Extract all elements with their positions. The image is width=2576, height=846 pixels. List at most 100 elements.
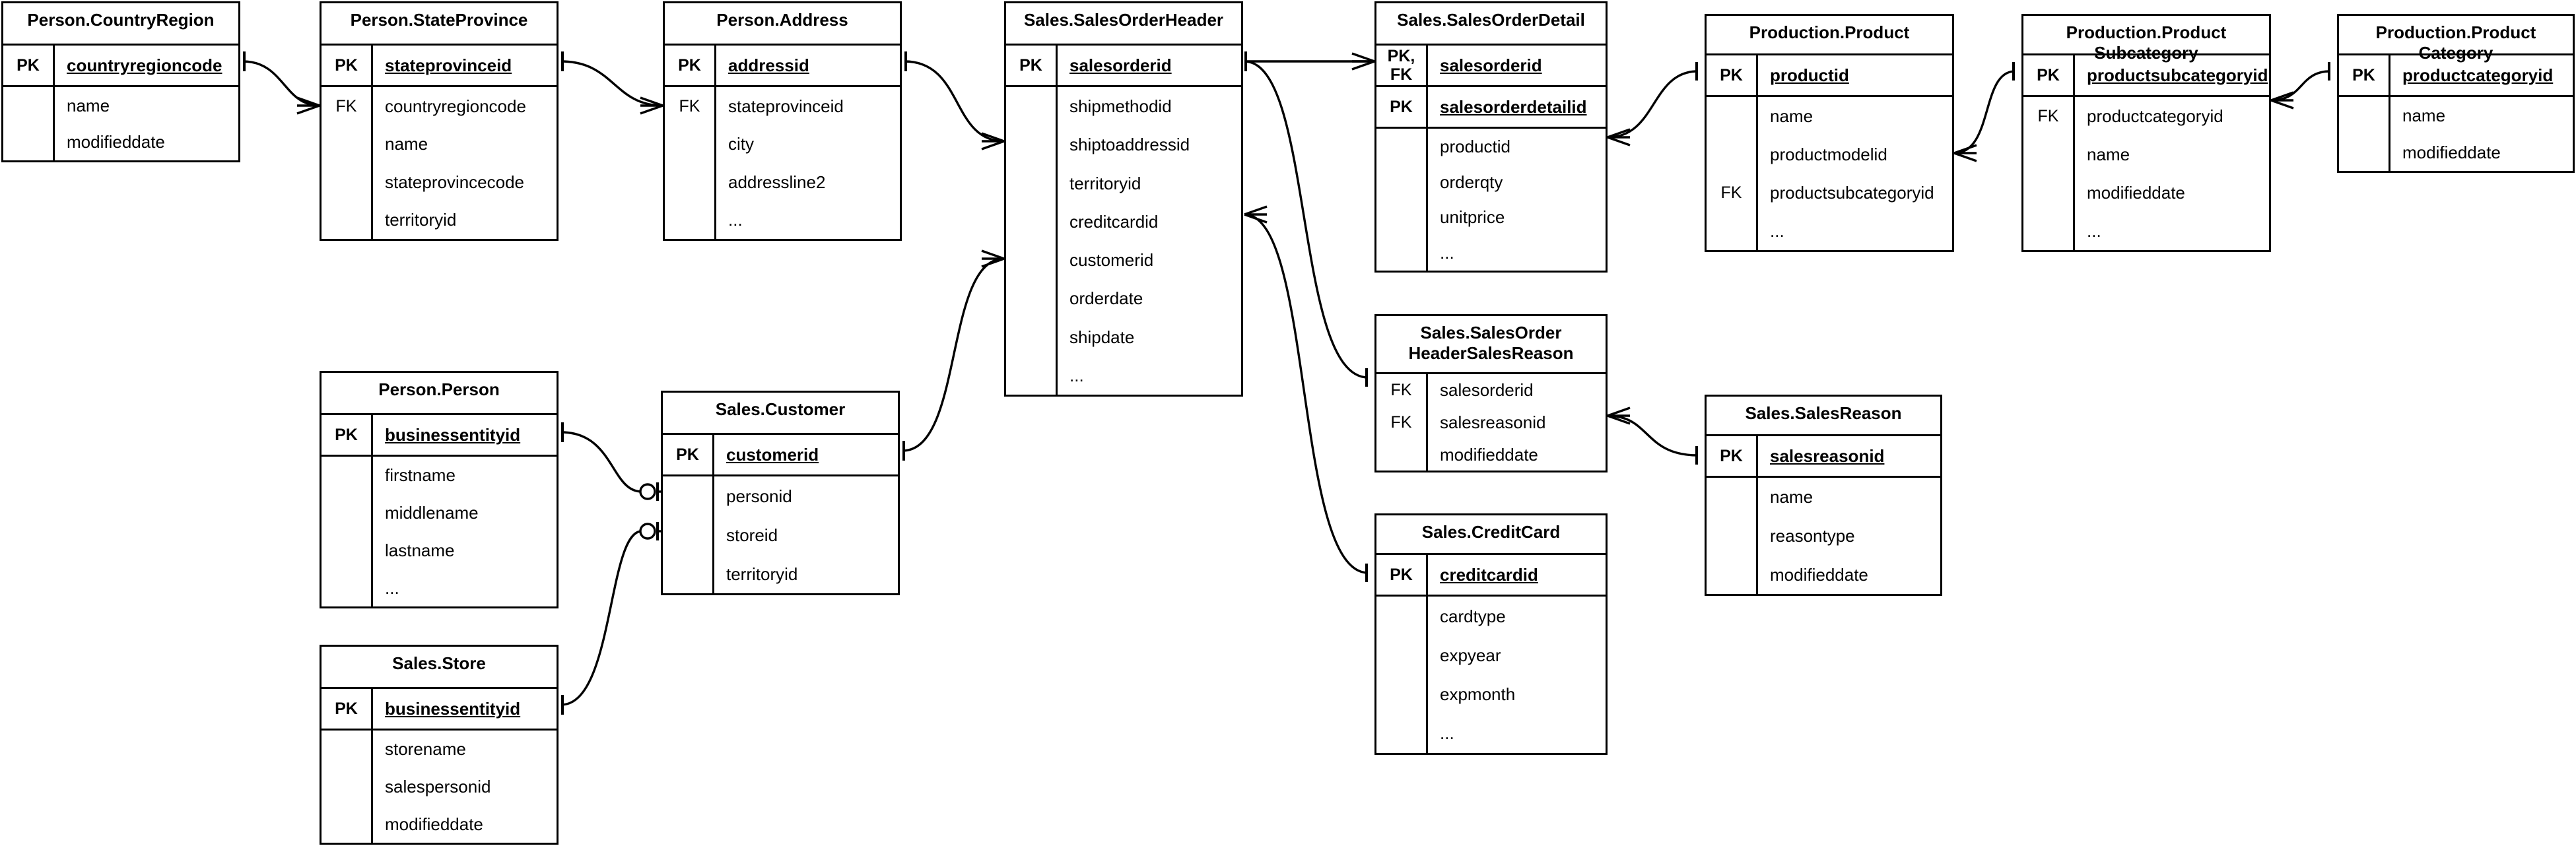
attribute-key-label [1376, 200, 1426, 236]
attribute-name: shiptoaddressid [1069, 135, 1190, 155]
attribute-name: productcategoryid [2402, 65, 2554, 85]
attribute-key-label: PK [663, 435, 714, 474]
attribute-key-label [1006, 279, 1056, 317]
attribute-name: salesorderdetailid [1440, 97, 1587, 117]
attribute-name: unitprice [1440, 207, 1505, 228]
attribute-name: territoryid [726, 564, 798, 584]
attribute-name: productsubcategoryid [1770, 183, 1934, 203]
attribute-row[interactable]: PK stateprovinceid [322, 46, 557, 85]
attribute-key-column [3, 87, 55, 160]
attribute-key-label [1707, 212, 1756, 250]
rel-salesorderheader-salesorderdetail [1244, 51, 1375, 71]
attribute-name: orderqty [1440, 172, 1503, 192]
attribute-name: productmodelid [1770, 145, 1887, 164]
attribute-name: reasontype [1770, 526, 1855, 546]
attribute-name: businessentityid [385, 425, 521, 445]
rel-stateprovince-address [560, 51, 663, 115]
attribute-name: customerid [1069, 250, 1154, 271]
attribute-key-label: PK [322, 46, 373, 85]
attribute-row[interactable]: PK customerid [663, 435, 898, 474]
attribute-name: ... [385, 577, 399, 598]
attribute-name: city [728, 134, 754, 154]
rel-countryregion-stateprovince [242, 51, 320, 115]
attribute-key-label [665, 125, 714, 164]
attribute-key-label [322, 569, 371, 606]
attribute-key-label: PK [322, 415, 373, 455]
attribute-key-label: FK [1390, 413, 1412, 432]
entity-title: Sales.SalesReason [1707, 397, 1940, 436]
attribute-key-label: FK [1390, 381, 1412, 400]
attribute-row[interactable]: PK businessentityid [322, 415, 557, 455]
attribute-key-label: FK [2037, 107, 2059, 125]
entity-title: Production.Product Subcategory [2023, 16, 2269, 63]
entity-attributes-section: name reasontype modifieddate [1707, 478, 1940, 594]
entity-key-section: PK stateprovinceid [322, 46, 557, 87]
attribute-name: creditcardid [1440, 565, 1538, 585]
attribute-name: stateprovinceid [385, 55, 512, 75]
attribute-key-label [1006, 164, 1056, 203]
attribute-key-label [1006, 356, 1056, 395]
attribute-name: customerid [726, 445, 819, 465]
rel-salesorderheadersalesreason-salesreason [1607, 407, 1699, 465]
entity-title: Sales.SalesOrder HeaderSalesReason [1376, 316, 1606, 374]
entity-title: Person.Address [665, 3, 900, 46]
entity-title: Sales.Customer [663, 393, 898, 435]
attribute-key-label [1376, 164, 1426, 200]
attribute-name: businessentityid [385, 699, 521, 719]
attribute-key-label [1006, 87, 1056, 125]
rel-product-productsubcategory [1953, 62, 2016, 162]
attribute-name: countryregioncode [385, 96, 526, 116]
attribute-key-label: PK [2339, 55, 2390, 95]
rel-salesorderheader-creditcard [1244, 205, 1369, 582]
attribute-name: modifieddate [1770, 564, 1868, 585]
attribute-name: addressid [728, 55, 809, 75]
attribute-key-label [322, 805, 371, 843]
attribute-name: name [1770, 487, 1813, 507]
attribute-name: salespersonid [385, 777, 491, 797]
attribute-key-label [1376, 129, 1426, 164]
attribute-key-label [663, 515, 712, 554]
attribute-key-label [1006, 241, 1056, 279]
attribute-row[interactable]: PK productcategoryid [2339, 55, 2573, 95]
attribute-key-label [1376, 714, 1426, 753]
attribute-key-label: PK [1006, 46, 1058, 85]
attribute-key-column [2339, 97, 2390, 171]
attribute-name: countryregioncode [67, 55, 222, 75]
